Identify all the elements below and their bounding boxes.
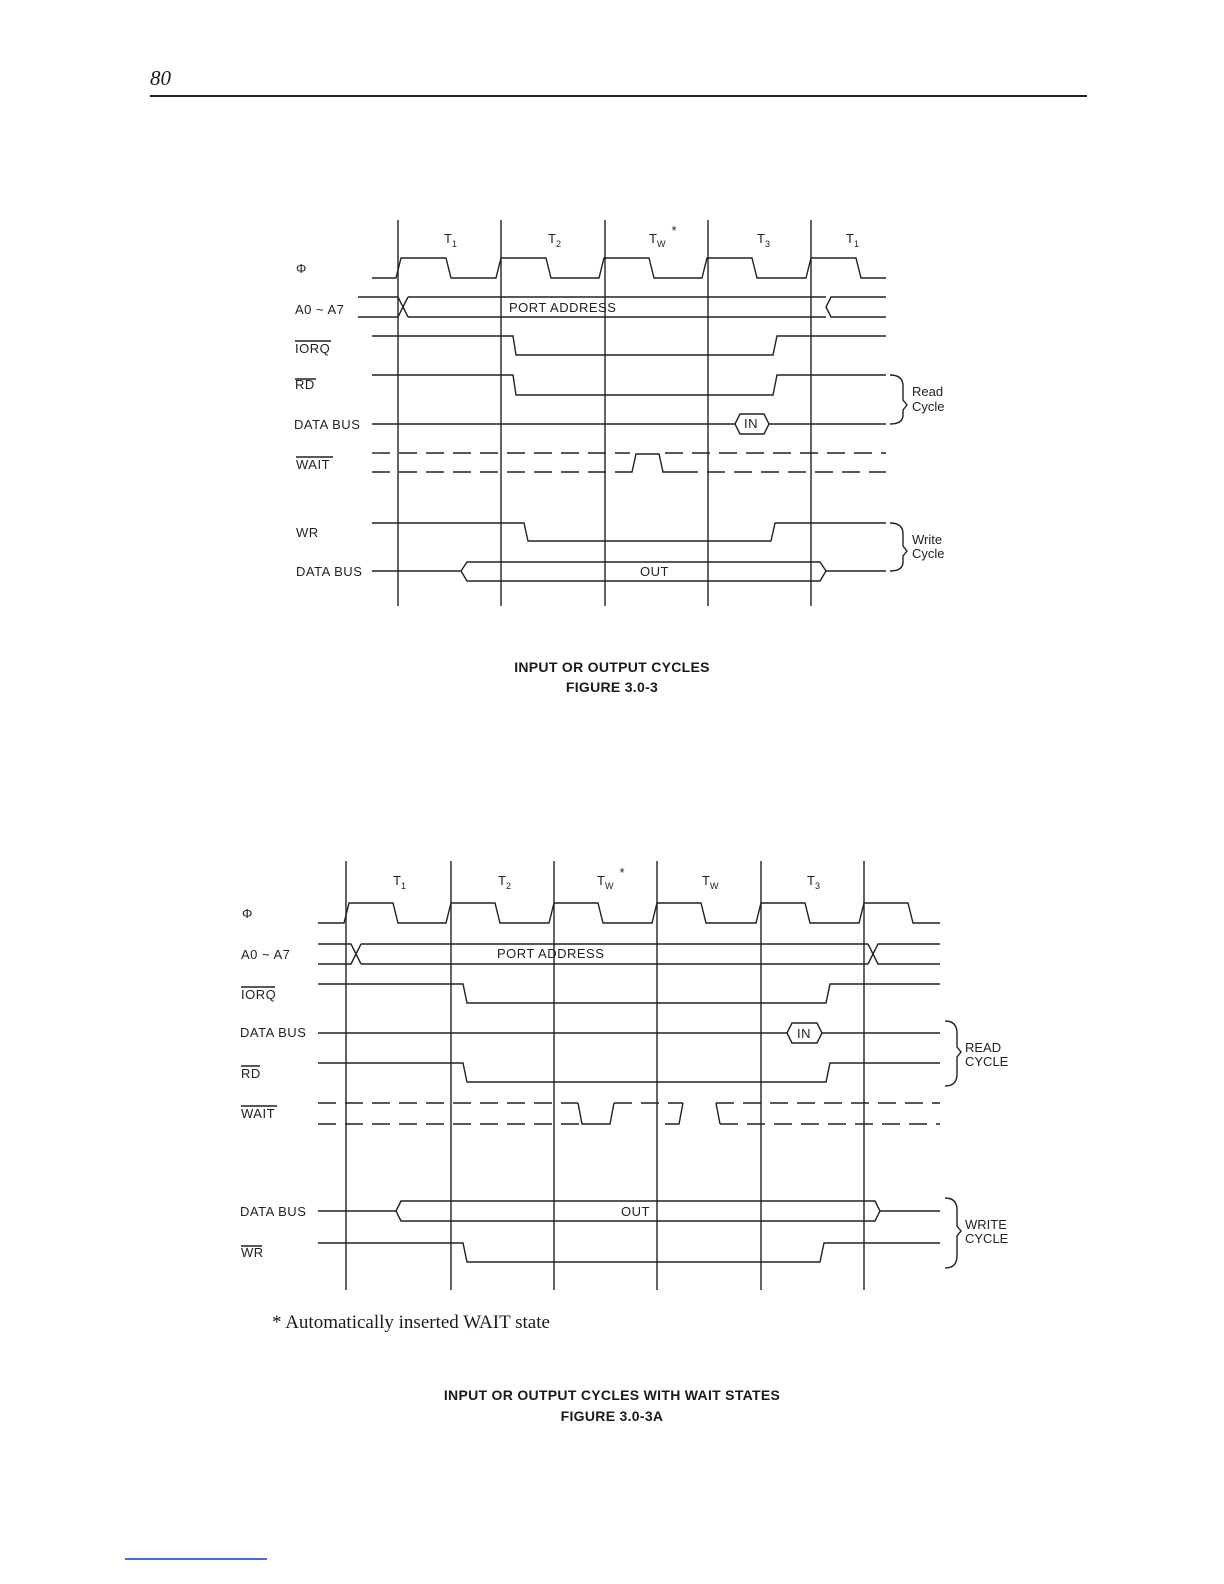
svg-text:T1: T1 (444, 231, 457, 249)
write-cycle-label-1: Write (912, 532, 942, 547)
figure-caption-number: FIGURE 3.0-3 (565, 679, 659, 695)
rd-waveform (318, 1062, 940, 1083)
signal-label-rd: RD (241, 1066, 261, 1081)
signal-label-data-bus-write: DATA BUS (240, 1204, 306, 1219)
write-cycle-label-2: Cycle (912, 546, 945, 561)
svg-text:T3: T3 (757, 231, 770, 249)
port-address-label: PORT ADDRESS (509, 300, 616, 315)
signal-label-data-bus-read: DATA BUS (240, 1025, 306, 1040)
read-cycle-label-2: CYCLE (965, 1054, 1009, 1069)
bottom-link-line (125, 1558, 267, 1560)
read-cycle-label-1: READ (965, 1040, 1001, 1055)
wait-waveform (577, 1102, 615, 1125)
figure-caption-title: INPUT OR OUTPUT CYCLES WITH WAIT STATES (443, 1387, 781, 1403)
signal-label-data-bus-write: DATA BUS (296, 564, 362, 579)
svg-text:TW: TW (702, 873, 719, 891)
data-out-label: OUT (621, 1204, 650, 1219)
wr-waveform (318, 1242, 940, 1263)
header-rule (150, 95, 1087, 97)
page-number: 80 (150, 66, 171, 90)
period-labels: T1 T2 TW* T3 T1 (444, 223, 859, 249)
write-cycle-label-1: WRITE (965, 1217, 1007, 1232)
address-bus-waveform (358, 296, 404, 318)
figure-caption-number: FIGURE 3.0-3A (560, 1408, 664, 1424)
port-address-label: PORT ADDRESS (497, 946, 604, 961)
svg-text:TW*: TW* (649, 223, 677, 249)
signal-label-address: A0 ~ A7 (241, 947, 290, 962)
wr-waveform (372, 522, 886, 542)
read-cycle-brace (889, 374, 908, 425)
signal-label-wr: WR (296, 525, 319, 540)
svg-text:T3: T3 (807, 873, 820, 891)
timing-diagram-io-wait-states (241, 861, 962, 1290)
signal-label-rd: RD (295, 377, 315, 392)
rd-waveform (372, 374, 886, 396)
signal-label-wait: WAIT (241, 1106, 275, 1121)
signal-label-wr: WR (241, 1245, 264, 1260)
clock-waveform (372, 257, 886, 279)
read-cycle-brace (944, 1020, 962, 1087)
read-cycle-label-2: Cycle (912, 399, 945, 414)
svg-text:T2: T2 (548, 231, 561, 249)
period-labels: T1 T2 TW* TW T3 (393, 865, 820, 891)
write-cycle-brace (889, 522, 908, 572)
signal-label-phi: Φ (296, 261, 307, 276)
figure-caption-title: INPUT OR OUTPUT CYCLES (514, 659, 710, 675)
footnote: * Automatically inserted WAIT state (272, 1312, 550, 1333)
write-cycle-brace (944, 1197, 962, 1269)
svg-text:T1: T1 (846, 231, 859, 249)
signal-label-iorq: IORQ (241, 987, 276, 1002)
svg-text:TW*: TW* (597, 865, 625, 891)
data-in-label: IN (744, 416, 758, 431)
svg-text:T2: T2 (498, 873, 511, 891)
read-cycle-label-1: Read (912, 384, 943, 399)
write-cycle-label-2: CYCLE (965, 1231, 1009, 1246)
clock-waveform (318, 902, 940, 924)
signal-label-address: A0 ~ A7 (295, 302, 344, 317)
wait-waveform (615, 453, 680, 473)
svg-text:T1: T1 (393, 873, 406, 891)
signal-label-iorq: IORQ (295, 341, 330, 356)
address-bus-waveform (318, 943, 357, 965)
signal-label-wait: WAIT (296, 457, 330, 472)
signal-label-phi: Φ (242, 906, 253, 921)
signal-label-data-bus-read: DATA BUS (294, 417, 360, 432)
data-out-label: OUT (640, 564, 669, 579)
data-in-label: IN (797, 1026, 811, 1041)
iorq-waveform (318, 983, 940, 1004)
iorq-waveform (372, 335, 886, 356)
